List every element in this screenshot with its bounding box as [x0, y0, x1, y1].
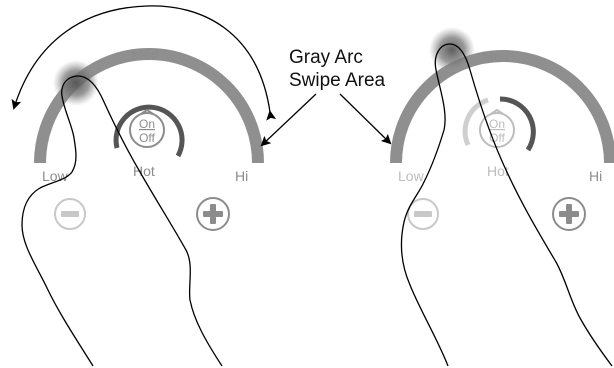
hand-outline	[400, 43, 613, 367]
label-med: Med	[131, 46, 158, 62]
label-hi: Hi	[589, 168, 602, 184]
callout-line-1: Gray Arc	[289, 47, 363, 68]
finger-touch-glow	[53, 60, 99, 106]
label-hi: Hi	[235, 168, 248, 184]
label-hot: Hot	[487, 163, 509, 179]
callout: Gray Arc Swipe Area	[260, 47, 392, 147]
minus-icon	[414, 211, 432, 217]
onoff-on-label: On	[139, 117, 155, 131]
plus-icon	[559, 204, 579, 224]
callout-line-2: Swipe Area	[289, 70, 386, 91]
hand-outline	[21, 75, 223, 367]
right-control-panel: Low Med Hi Hot On Off	[390, 27, 614, 367]
minus-button[interactable]	[407, 198, 439, 230]
callout-arrow-right	[339, 93, 392, 145]
onoff-off-label: Off	[139, 131, 155, 145]
plus-button[interactable]	[552, 197, 586, 231]
left-control-panel: Low Med Hi Hot On Off	[11, 5, 277, 367]
minus-icon	[61, 211, 79, 217]
label-low: Low	[42, 168, 69, 184]
label-med: Med	[482, 48, 509, 64]
onoff-on-label: On	[489, 117, 505, 131]
plus-button[interactable]	[196, 197, 230, 231]
gray-arc-swipe-area[interactable]	[390, 50, 614, 164]
on-off-button[interactable]: On Off	[113, 104, 185, 158]
label-low: Low	[398, 168, 425, 184]
minus-button[interactable]	[54, 198, 86, 230]
label-hot: Hot	[133, 163, 155, 179]
plus-icon	[203, 204, 223, 224]
curved-double-arrow-icon	[11, 5, 277, 121]
hot-arc-light	[462, 97, 489, 147]
on-off-button[interactable]: On Off	[462, 96, 536, 152]
callout-arrow-left	[260, 93, 317, 147]
finger-touch-glow	[429, 27, 475, 73]
onoff-off-label: Off	[489, 131, 505, 145]
hot-arc	[499, 96, 536, 152]
